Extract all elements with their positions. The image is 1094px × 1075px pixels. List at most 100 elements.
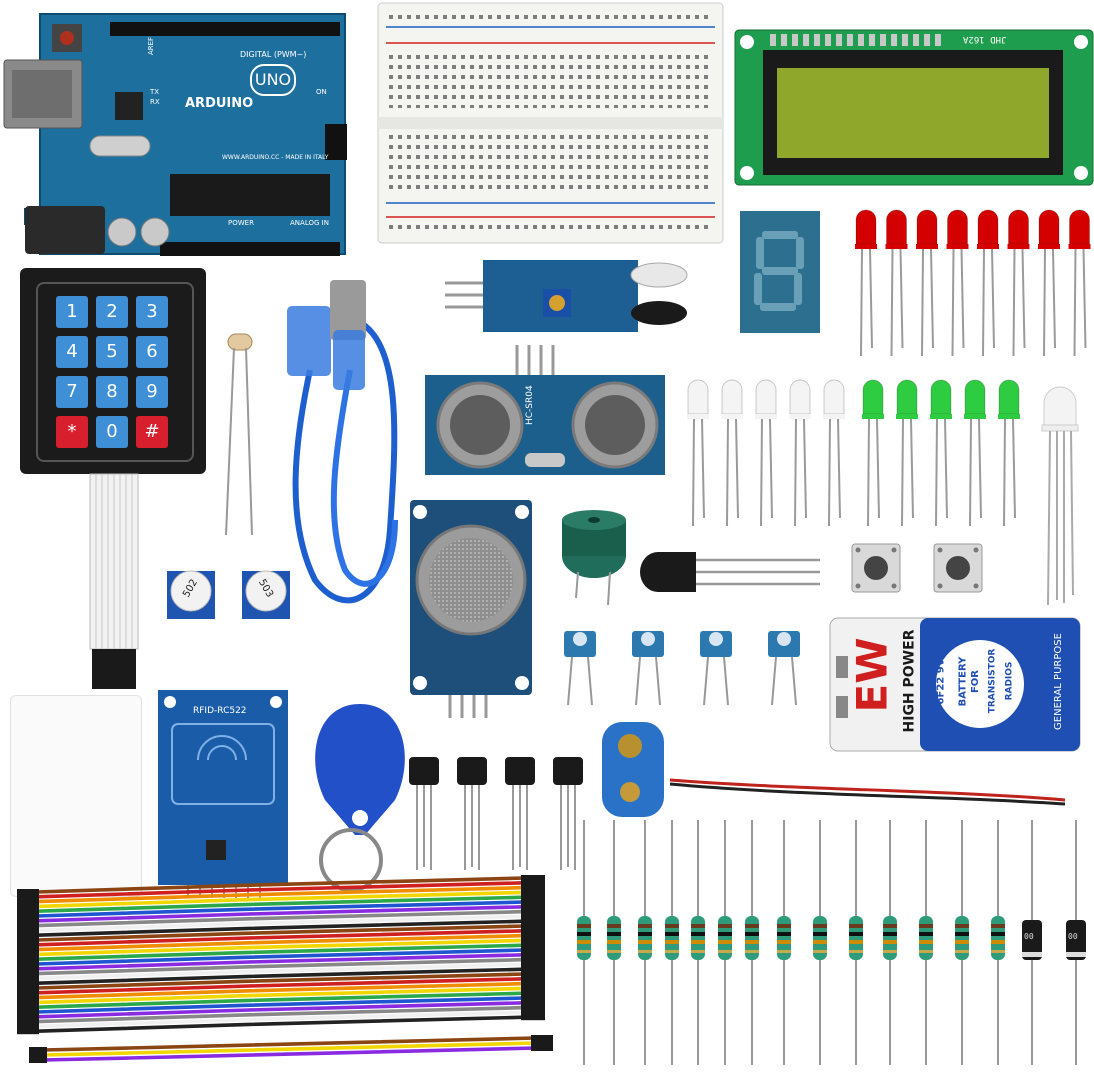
led bbox=[977, 209, 999, 357]
ir-sensor-graphic bbox=[445, 260, 688, 332]
resistor bbox=[718, 820, 732, 1065]
lcd-model-label: JHD 162A bbox=[963, 34, 1007, 44]
diode-1-graphic bbox=[1022, 820, 1042, 1065]
battery-graphic bbox=[829, 617, 1081, 752]
keypad-key[interactable]: 5 bbox=[96, 336, 128, 368]
jumper-wire bbox=[17, 918, 545, 939]
resistor bbox=[849, 820, 863, 1065]
jumper-wire bbox=[17, 947, 545, 967]
jumper-wire bbox=[17, 879, 545, 900]
diode-2-label: 00 bbox=[1068, 932, 1078, 941]
push-button-1-graphic bbox=[851, 543, 901, 593]
rfid-model-label: RFID-RC522 bbox=[193, 706, 247, 716]
arduino-brand: ARDUINO bbox=[185, 96, 254, 111]
seven-segment-graphic bbox=[740, 211, 820, 333]
ldr-photoresistor bbox=[220, 330, 260, 540]
battery-9v: EW HIGH POWER 6F22 9V BATTERY FOR TRANSI… bbox=[829, 617, 1081, 752]
usb-cable-graphic bbox=[287, 280, 398, 604]
push-button-2 bbox=[930, 540, 986, 598]
led bbox=[855, 209, 877, 357]
led bbox=[1007, 209, 1030, 357]
battery-headline: HIGH POWER bbox=[901, 629, 918, 733]
transistor-horizontal-graphic bbox=[640, 552, 820, 592]
battery-brand: EW bbox=[847, 637, 897, 713]
keypad-key[interactable]: # bbox=[136, 416, 168, 448]
usb-cable bbox=[275, 280, 420, 615]
jumper-wire bbox=[17, 961, 545, 982]
keypad-key[interactable]: 2 bbox=[96, 296, 128, 328]
resistor bbox=[691, 820, 705, 1065]
resistor-group bbox=[570, 820, 1020, 1065]
jumper-wire bbox=[17, 966, 545, 987]
seven-segment-display bbox=[740, 211, 820, 333]
red-led-group bbox=[848, 209, 1093, 360]
resistor bbox=[991, 820, 1005, 1065]
jumper-wire bbox=[17, 1014, 545, 1035]
breadboard-holes bbox=[388, 13, 713, 235]
jumper-wire bbox=[17, 971, 545, 991]
arduino-rx-label: RX bbox=[150, 98, 160, 106]
jumper-wire bbox=[17, 894, 545, 915]
jumper-wire bbox=[17, 1009, 545, 1030]
potentiometer-503-graphic bbox=[242, 570, 290, 619]
lcd-16x2-module: JHD 162A bbox=[734, 29, 1094, 186]
battery-line3: FOR bbox=[970, 669, 982, 694]
to92-transistor bbox=[409, 757, 439, 870]
ultrasonic-model-label: HC-SR04 bbox=[525, 385, 535, 425]
resistor bbox=[638, 820, 652, 1065]
rfid-module-graphic bbox=[158, 690, 288, 898]
resistor bbox=[883, 820, 897, 1065]
jumper-wire bbox=[17, 923, 545, 943]
transistors-graphic bbox=[409, 757, 583, 870]
arduino-website: WWW.ARDUINO.CC - MADE IN ITALY bbox=[222, 154, 329, 161]
to92-transistor bbox=[505, 757, 535, 870]
battery-type: 6F22 9V bbox=[935, 658, 947, 705]
keypad-key[interactable]: * bbox=[56, 416, 88, 448]
jumper-wire bbox=[17, 908, 545, 929]
resistor bbox=[745, 820, 759, 1065]
trimpot-group bbox=[560, 625, 815, 710]
resistor bbox=[665, 820, 679, 1065]
keypad-key[interactable]: 7 bbox=[56, 376, 88, 408]
arduino-uno-board: UNO ARDUINO DIGITAL (PWM~) WWW.ARDUINO.C… bbox=[0, 13, 360, 264]
mq-gas-sensor-graphic bbox=[410, 500, 532, 718]
keypad-key[interactable]: 8 bbox=[96, 376, 128, 408]
keypad-inner bbox=[36, 282, 194, 462]
diode-1-label: 00 bbox=[1024, 932, 1034, 941]
trimpot bbox=[700, 631, 732, 706]
led bbox=[916, 209, 938, 357]
jumper-wire bbox=[17, 903, 545, 924]
jumper-wire bbox=[17, 990, 545, 1011]
keypad-key[interactable]: 4 bbox=[56, 336, 88, 368]
diode-1: 00 bbox=[1018, 820, 1046, 1065]
lcd-graphic bbox=[734, 29, 1094, 186]
jumper-wire bbox=[17, 980, 545, 1001]
rfid-white-card bbox=[10, 695, 142, 897]
keypad-key[interactable]: 3 bbox=[136, 296, 168, 328]
white-led-group bbox=[680, 379, 855, 530]
battery-line5: RADIOS bbox=[1004, 661, 1015, 701]
to92-transistor bbox=[553, 757, 583, 870]
battery-snap-connector bbox=[600, 720, 1070, 820]
arduino-analog-label: ANALOG IN bbox=[290, 219, 329, 227]
push-button-1 bbox=[848, 540, 904, 598]
keypad-key[interactable]: 0 bbox=[96, 416, 128, 448]
diode-2-graphic bbox=[1066, 820, 1086, 1065]
keypad-key[interactable]: 6 bbox=[136, 336, 168, 368]
arduino-tx-label: TX bbox=[150, 88, 160, 96]
piezo-buzzer bbox=[560, 510, 630, 606]
led bbox=[755, 379, 777, 527]
arduino-digital-label: DIGITAL (PWM~) bbox=[240, 50, 307, 59]
resistor bbox=[955, 820, 969, 1065]
keypad-key[interactable]: 1 bbox=[56, 296, 88, 328]
keypad-key[interactable]: 9 bbox=[136, 376, 168, 408]
resistor bbox=[607, 820, 621, 1065]
transistor-group bbox=[405, 755, 585, 875]
jumper-wire bbox=[17, 985, 545, 1006]
potentiometer-502-graphic bbox=[167, 570, 215, 619]
jumper-wires-graphic bbox=[17, 875, 553, 1063]
red-leds-graphic bbox=[855, 209, 1091, 357]
trimpot bbox=[632, 631, 664, 706]
jumper-wire bbox=[17, 889, 545, 910]
